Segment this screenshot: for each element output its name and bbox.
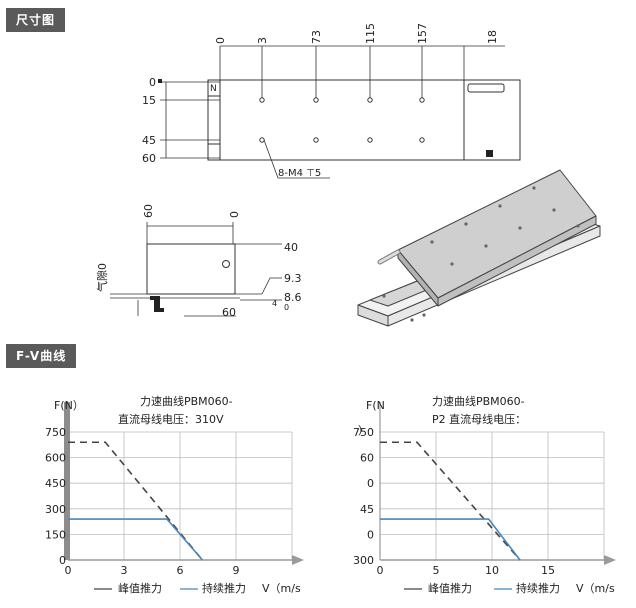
x-tick-label: 0: [377, 564, 384, 577]
hole-spec-note: 8-M4 ⊤5: [278, 168, 321, 179]
end-cap: [207, 79, 221, 161]
end-dim-4: 4: [272, 299, 277, 308]
y-tick-label: 0: [367, 528, 374, 541]
chart-left-grid: [67, 431, 293, 561]
dim-left-0: 0: [149, 76, 156, 89]
chart-right-ylabel-cont: ）: [358, 424, 369, 437]
chart-right-title-line2: P2 直流母线电压：: [432, 412, 526, 426]
cable-connector: [467, 83, 505, 93]
y-tick-label: 450: [45, 477, 66, 490]
y-tick-label: 600: [45, 452, 66, 465]
top-view-holes: [259, 97, 425, 143]
legend-left-peak: 峰值推力: [118, 581, 162, 595]
x-axis-arrow: [604, 555, 616, 565]
legend-right-xunit: V（m/s: [576, 582, 615, 595]
dim-top-18: 18: [486, 30, 499, 44]
dim-left-60: 60: [142, 152, 156, 165]
end-view-body: [146, 243, 236, 295]
x-tick-label: 5: [433, 564, 440, 577]
section-title-dimensions: 尺寸图: [6, 8, 66, 32]
section-title-fv-curve: F-V曲线: [6, 344, 77, 368]
dim-left-15: 15: [142, 94, 156, 107]
x-tick-label: 3: [121, 564, 128, 577]
y-tick-label: 750: [45, 426, 66, 439]
dim-left-45: 45: [142, 134, 156, 147]
y-tick-label: 300: [353, 554, 374, 567]
chart-right-ylabel: F(N: [366, 399, 385, 412]
y-tick-label: 150: [45, 528, 66, 541]
series-line-peak: [380, 441, 521, 561]
y-axis-bar: [64, 402, 70, 560]
mount-hole: [367, 97, 373, 103]
mount-hole: [313, 97, 319, 103]
motor-side-face: [437, 215, 597, 307]
chart-right-grid: [379, 431, 605, 561]
mount-hole: [259, 137, 265, 143]
x-axis-arrow: [292, 555, 304, 565]
chart-left-ylabel: F(N）: [54, 399, 84, 412]
end-dim-0: 0: [228, 211, 241, 218]
x-tick-label: 10: [485, 564, 499, 577]
series-line-continuous: [380, 518, 521, 561]
y-tick-label: 0: [59, 554, 66, 567]
series-line-peak: [68, 441, 204, 561]
end-dim-8-6: 8.6: [284, 291, 302, 304]
n-pole-mark: N: [210, 84, 217, 94]
dim-top-3: 3: [256, 37, 269, 44]
y-tick-label: 300: [45, 503, 66, 516]
y-tick-label: 45: [360, 503, 374, 516]
end-dim-9-3: 9.3: [284, 272, 302, 285]
mount-hole: [313, 137, 319, 143]
end-dim-0b: 0: [284, 303, 289, 312]
mount-hole: [419, 137, 425, 143]
chart-left-series: [68, 441, 204, 561]
series-line-continuous: [68, 518, 204, 561]
end-dim-60: 60: [142, 204, 155, 218]
mount-hole: [259, 97, 265, 103]
origin-marker: [158, 79, 162, 83]
mount-hole: [367, 137, 373, 143]
mount-hole: [419, 97, 425, 103]
isometric-holes: [382, 186, 580, 322]
legend-left-continuous: 持续推力: [202, 581, 246, 595]
end-dim-40: 40: [284, 241, 298, 254]
chart-left-title-line1: 力速曲线PBM060-: [140, 394, 233, 408]
x-tick-label: 15: [541, 564, 555, 577]
chart-left-title-line2: 直流母线电压：310V: [118, 412, 224, 426]
x-tick-label: 9: [233, 564, 240, 577]
end-view-hole: [222, 260, 230, 268]
dim-top-73: 73: [310, 30, 323, 44]
x-tick-label: 6: [177, 564, 184, 577]
isometric-view: [357, 169, 601, 327]
chart-left-axes: [64, 402, 304, 565]
legend-right-peak: 峰值推力: [428, 581, 472, 595]
chart-right-title-line1: 力速曲线PBM060-: [432, 394, 525, 408]
rail-clip: [150, 296, 164, 312]
square-marker: [486, 150, 493, 157]
end-view-drawing: [110, 222, 282, 317]
chart-right-series: [380, 441, 521, 561]
air-gap-label: 气隙0: [95, 263, 109, 292]
top-view-drawing: [160, 45, 521, 179]
end-dim-bottom-60: 60: [222, 306, 236, 319]
dim-top-157: 157: [416, 23, 429, 44]
y-tick-label: 0: [367, 477, 374, 490]
y-tick-label: 750: [353, 426, 374, 439]
dim-top-115: 115: [364, 23, 377, 44]
legend-left-xunit: V（m/s: [262, 582, 301, 595]
legend-right-continuous: 持续推力: [516, 581, 560, 595]
y-tick-label: 60: [360, 452, 374, 465]
dim-top-0: 0: [214, 37, 227, 44]
x-tick-label: 0: [65, 564, 72, 577]
cable-end-block: [463, 79, 521, 161]
chart-right-axes: [379, 402, 616, 565]
